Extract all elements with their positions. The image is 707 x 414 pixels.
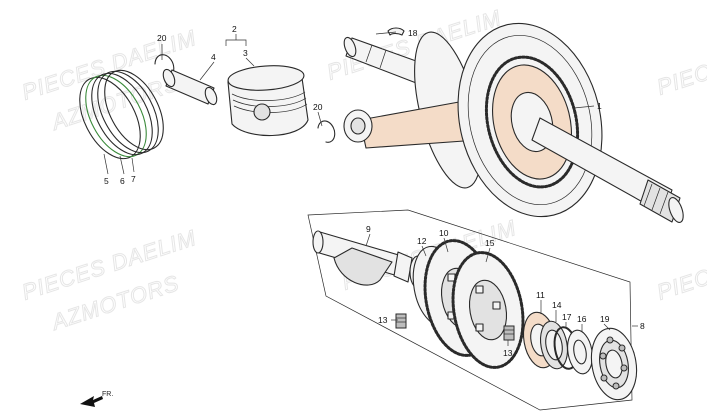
subassembly-frame (307, 209, 633, 411)
callout-1: 1 (597, 101, 602, 111)
bearing-19 (590, 327, 638, 401)
spring-right (503, 325, 515, 341)
callout-12: 12 (417, 236, 427, 246)
callout-8: 8 (640, 321, 645, 331)
direction-label: FR. (102, 391, 113, 398)
arrow-icon (80, 396, 103, 407)
callout-19: 19 (600, 314, 610, 324)
piston-rings (79, 69, 164, 160)
callout-13-right: 13 (503, 348, 513, 358)
callout-16: 16 (577, 314, 587, 324)
callout-10: 10 (439, 228, 449, 238)
callout-labels: 20 2 4 3 5 6 7 20 18 1 9 12 10 15 13 13 … (104, 24, 645, 358)
callout-3: 3 (243, 48, 248, 58)
piston-pin (162, 68, 218, 106)
callout-6: 6 (120, 176, 125, 186)
callout-15: 15 (485, 238, 495, 248)
watermark-text: PIECES DAELIM (654, 20, 707, 100)
watermark-text: PIECES DAELIM (654, 225, 707, 305)
callout-17: 17 (562, 312, 572, 322)
spring-left (395, 313, 407, 329)
callout-2: 2 (232, 24, 237, 34)
callout-4: 4 (211, 52, 216, 62)
circlip-right (317, 120, 336, 143)
leader-lines (103, 31, 638, 346)
crankshaft-assembly (343, 22, 684, 223)
direction-indicator: FR. (80, 391, 113, 407)
callout-7: 7 (131, 174, 136, 184)
piston (227, 65, 309, 137)
callout-5: 5 (104, 176, 109, 186)
balancer-shaft (312, 230, 427, 289)
callout-14: 14 (552, 300, 562, 310)
callout-9: 9 (366, 224, 371, 234)
callout-20-right: 20 (313, 102, 323, 112)
callout-18: 18 (408, 28, 418, 38)
callout-20-top: 20 (157, 33, 167, 43)
callout-13-left: 13 (378, 315, 388, 325)
callout-11: 11 (536, 290, 545, 300)
